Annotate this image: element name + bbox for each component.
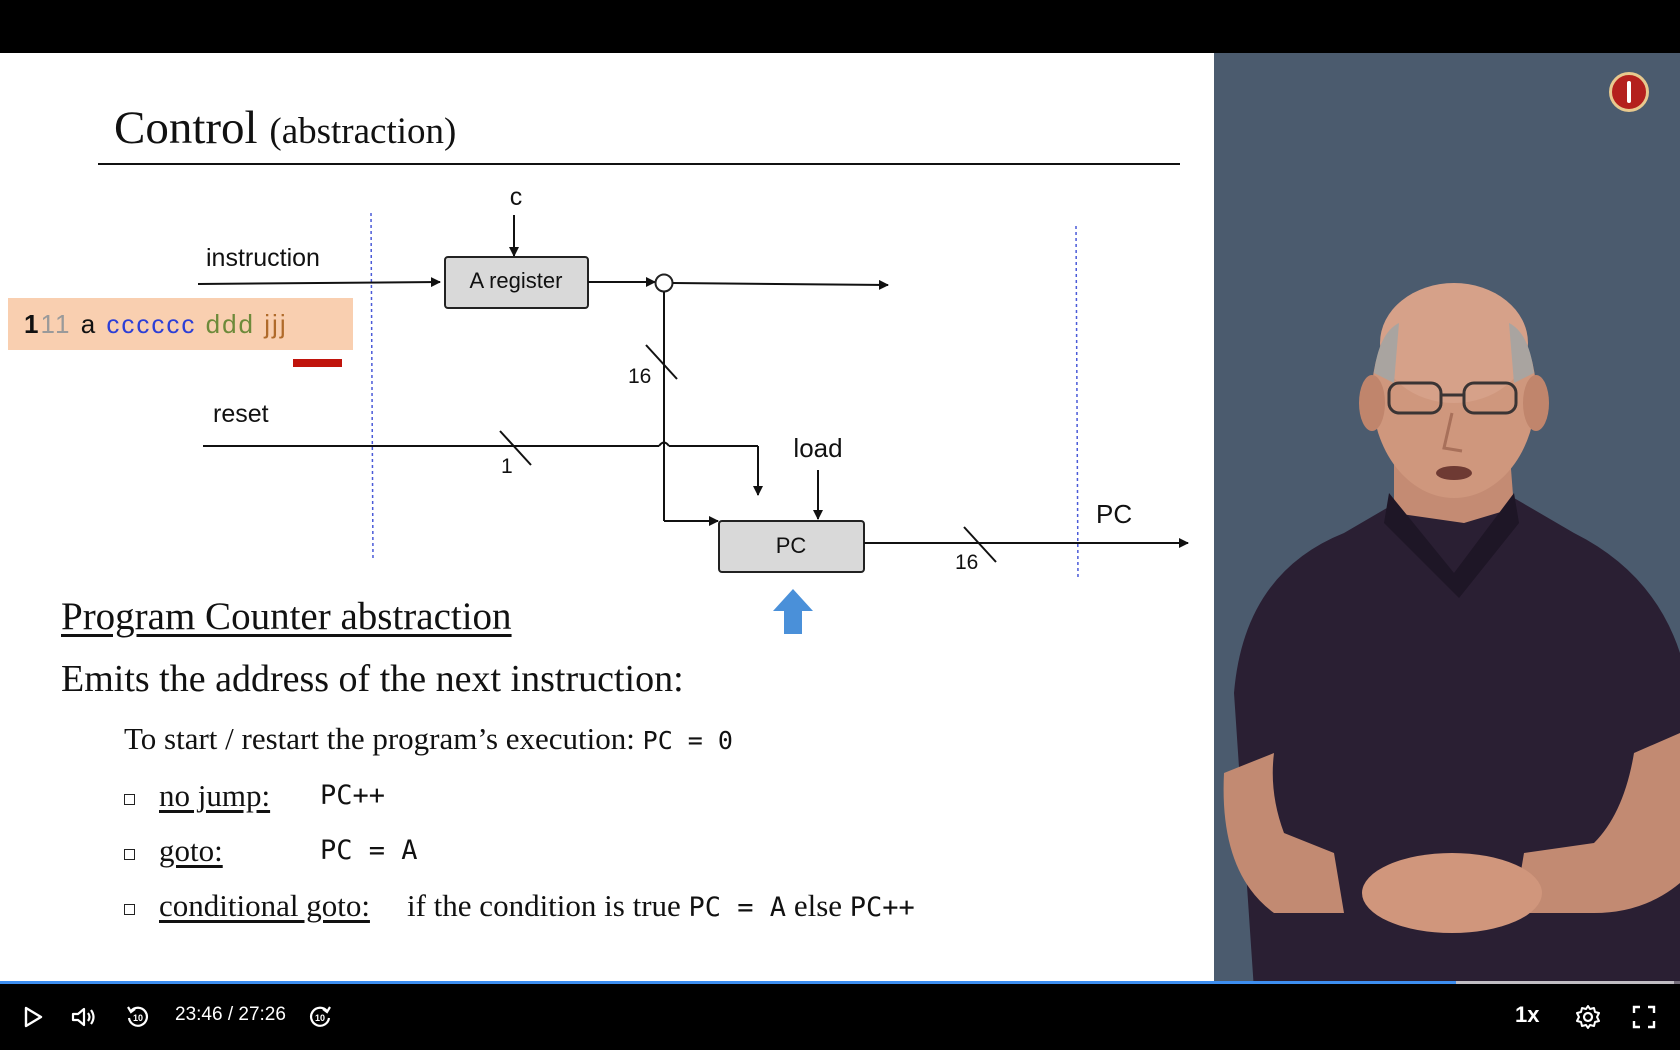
bullet-label: no jump:: [159, 778, 271, 813]
jump-bits-underline: [293, 359, 342, 367]
label-load: load: [793, 433, 842, 463]
presenter-ear-left: [1359, 375, 1385, 431]
bullet-value: PC++: [320, 780, 386, 811]
svg-text:10: 10: [133, 1013, 143, 1023]
label-instruction: instruction: [206, 244, 320, 272]
a-register-label: A register: [470, 268, 563, 293]
presenter-head-top: [1380, 283, 1528, 403]
forward-10-button[interactable]: 10: [300, 984, 340, 1050]
bus-slash-16a: [645, 344, 678, 380]
bus-slash-16b: [963, 526, 997, 563]
bits-j: jjj: [264, 309, 288, 339]
bits-c: cccccc: [106, 309, 197, 339]
bullet-square-icon: [124, 904, 135, 915]
label-pc-out: PC: [1096, 499, 1132, 529]
presenter-hands: [1362, 853, 1542, 933]
label-c: c: [510, 183, 523, 211]
presenter-ear-right: [1523, 375, 1549, 431]
presenter-video: [1214, 53, 1680, 990]
bit-1: 1: [24, 309, 41, 339]
volume-button[interactable]: [64, 984, 104, 1050]
divider-left: [370, 212, 374, 562]
instruction-bits-box: 111 a cccccc ddd jjj: [8, 298, 353, 350]
play-icon: [24, 1006, 43, 1028]
glasses-left: [1387, 381, 1443, 415]
label-reset: reset: [213, 400, 269, 428]
title-rule: [98, 163, 1180, 165]
glasses-right: [1462, 381, 1518, 415]
conditional-text: if the condition is true PC = A else PC+…: [407, 888, 915, 924]
time-display: 23:46 / 27:26: [175, 1004, 286, 1025]
pc-start-text: To start / restart the program’s executi…: [124, 721, 635, 756]
bullet-square-icon: [124, 794, 135, 805]
rewind-10-icon: 10: [127, 1006, 149, 1027]
a-output-wire: [672, 279, 889, 290]
rewind-10-button[interactable]: 10: [118, 984, 158, 1050]
pc-start-code: PC = 0: [642, 726, 733, 755]
pc-start-line: To start / restart the program’s executi…: [124, 721, 733, 757]
forward-10-icon: 10: [309, 1006, 331, 1027]
control-diagram: c instruction A register 16 reset 1 load…: [197, 183, 1189, 634]
blue-up-arrow: [773, 589, 813, 634]
bullet-square-icon: [124, 849, 135, 860]
cond-text-2: else: [793, 888, 843, 923]
progress-bar[interactable]: [0, 981, 1680, 984]
bits-d: ddd: [205, 309, 256, 339]
reset-hop: [658, 441, 670, 447]
presenter-arm-right: [1514, 733, 1680, 913]
bus-16a: 16: [628, 365, 651, 388]
svg-text:10: 10: [315, 1013, 325, 1023]
bullet-value: PC = A: [320, 835, 418, 866]
bus-16b: 16: [955, 551, 978, 574]
bits-11: 11: [40, 309, 72, 339]
player-control-bar: 10 23:46 / 27:26 10 1x: [0, 984, 1680, 1050]
volume-icon: [71, 1007, 95, 1027]
pc-emit-text: Emits the address of the next instructio…: [61, 658, 684, 700]
junction-node: [654, 273, 674, 293]
slide-title-main: Control: [114, 102, 258, 154]
fullscreen-icon: [1632, 1005, 1656, 1029]
cond-code-1: PC = A: [688, 892, 787, 923]
pc-box: [718, 520, 865, 573]
playback-speed-button[interactable]: 1x: [1515, 1002, 1540, 1027]
cond-text-1: if the condition is true: [407, 888, 681, 923]
top-letterbox: [0, 0, 1680, 53]
lecture-slide: Control (abstraction) c instruction A re…: [0, 53, 1214, 990]
slide-title-sub: (abstraction): [269, 111, 457, 152]
presenter-mouth: [1436, 466, 1472, 480]
presenter-hair: [1374, 323, 1534, 383]
presenter-arm-left: [1223, 753, 1344, 913]
cond-code-2: PC++: [849, 892, 915, 923]
presenter-nose: [1442, 412, 1463, 453]
bus-1: 1: [501, 455, 513, 478]
settings-button[interactable]: [1568, 984, 1608, 1050]
presenter-collar: [1384, 493, 1519, 598]
pc-box-label: PC: [776, 533, 807, 558]
bullet-label: conditional goto:: [159, 888, 370, 923]
slide-title: Control (abstraction): [114, 101, 456, 155]
divider-right: [1075, 225, 1079, 581]
pc-heading: Program Counter abstraction: [61, 595, 512, 638]
progress-played: [0, 981, 1456, 984]
bus-slash-1: [499, 430, 532, 466]
bit-a: a: [80, 309, 98, 339]
channel-logo-icon: [1609, 72, 1649, 112]
play-button[interactable]: [14, 984, 52, 1050]
fullscreen-button[interactable]: [1624, 984, 1664, 1050]
bullet-label: goto:: [159, 833, 223, 868]
presenter-figure: [1223, 283, 1680, 990]
instruction-wire: [197, 277, 441, 288]
gear-icon: [1576, 1005, 1600, 1029]
